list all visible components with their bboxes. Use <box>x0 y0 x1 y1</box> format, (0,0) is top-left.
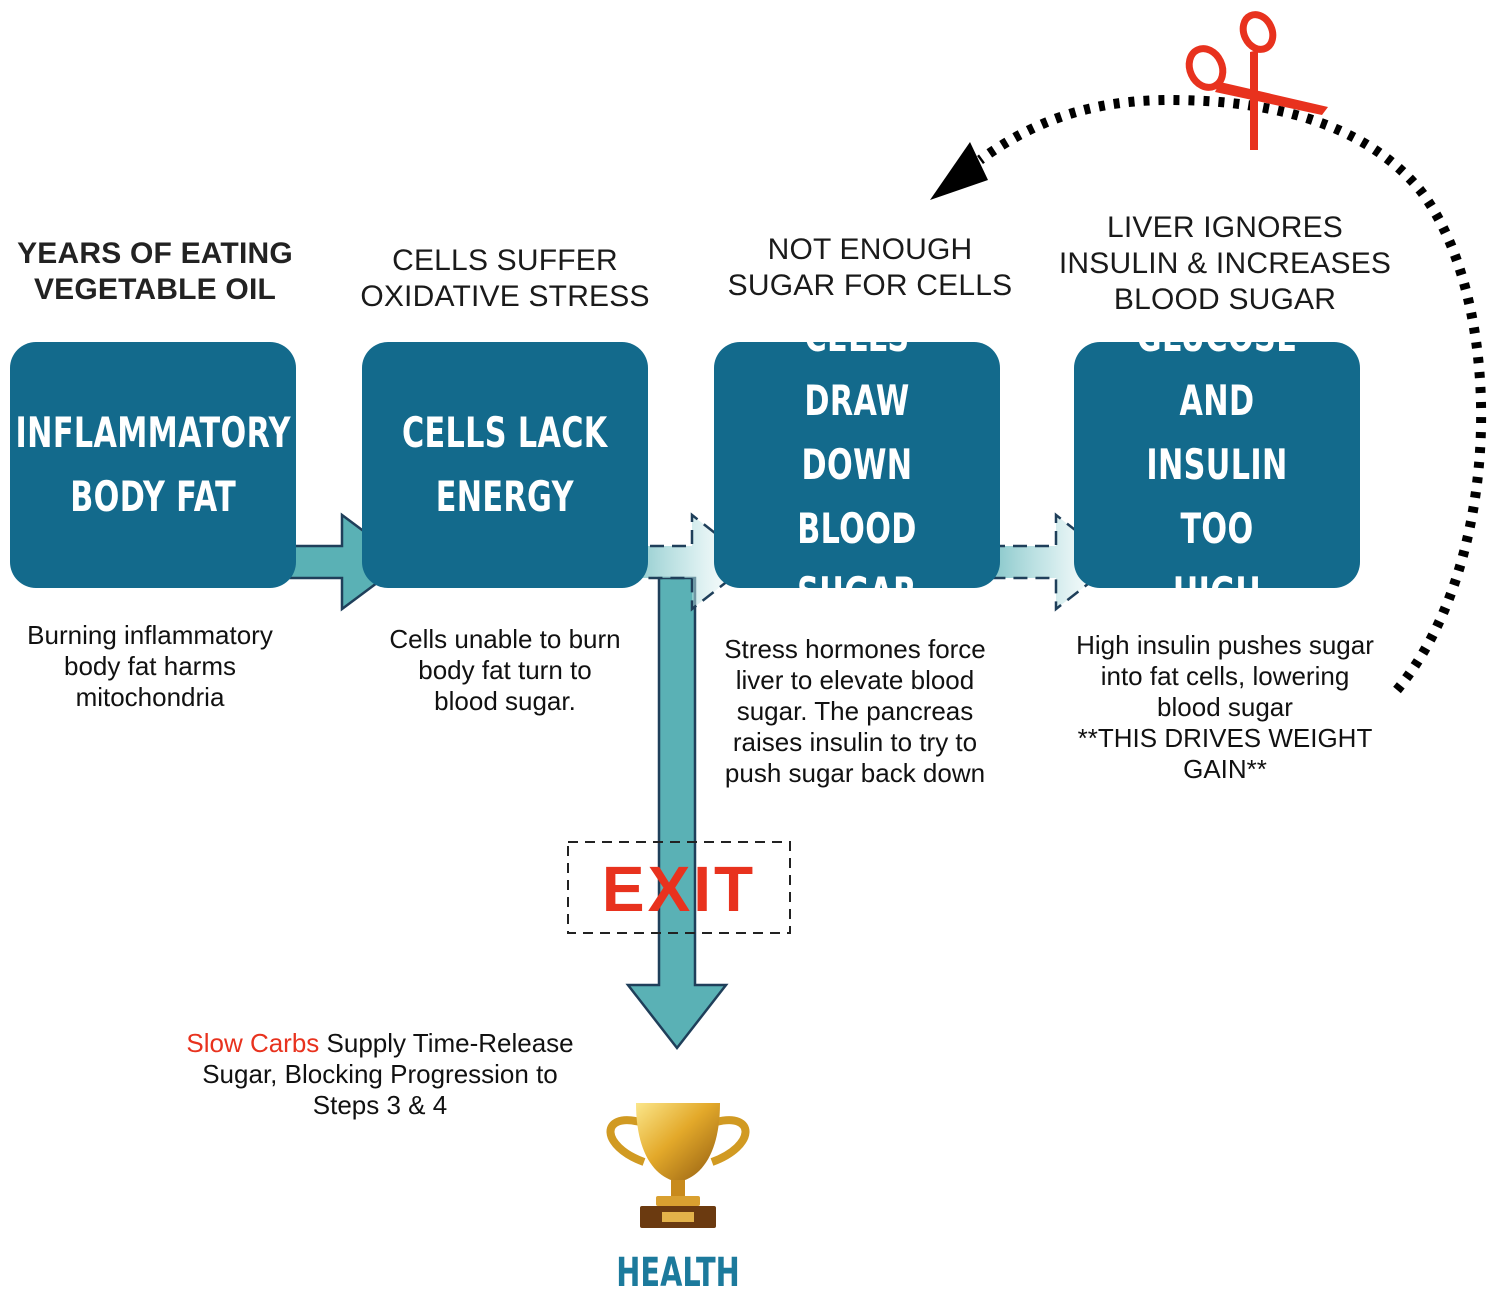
feedback-loop-arrow <box>930 94 1487 694</box>
exit-label: EXIT <box>601 853 757 925</box>
step4-description: High insulin pushes sugar into fat cells… <box>1076 630 1374 784</box>
step4-title: GLUCOSE AND INSULIN TOO HIGH <box>1136 312 1298 617</box>
health-label: HEALTH <box>616 1250 740 1296</box>
slow-carbs-highlight: Slow Carbs <box>186 1028 320 1058</box>
step1-box: INFLAMMATORY BODY FAT <box>10 342 296 588</box>
step3-description: Stress hormones force liver to elevate b… <box>724 634 986 788</box>
step1-title: INFLAMMATORY BODY FAT <box>15 408 291 521</box>
step3-caption: NOT ENOUGH SUGAR FOR CELLS <box>727 233 1013 302</box>
step4-box: GLUCOSE AND INSULIN TOO HIGH <box>1074 312 1360 617</box>
step2-title: CELLS LACK ENERGY <box>402 408 608 521</box>
step2-box: CELLS LACK ENERGY <box>362 342 648 588</box>
step1-caption: YEARS OF EATING VEGETABLE OIL <box>17 237 293 306</box>
step2-caption: CELLS SUFFER OXIDATIVE STRESS <box>360 244 650 313</box>
exit-arrow <box>625 576 729 1051</box>
slow-carbs-note: Slow Carbs Supply Time-Release Sugar, Bl… <box>150 1028 610 1121</box>
step4-caption: LIVER IGNORES INSULIN & INCREASES BLOOD … <box>1058 211 1392 316</box>
scissors-icon <box>1185 11 1328 150</box>
step2-description: Cells unable to burn body fat turn to bl… <box>389 624 621 716</box>
exit-frame <box>567 841 791 934</box>
trophy-icon <box>606 1103 750 1228</box>
step3-box: CELLS DRAW DOWN BLOOD SUGAR <box>714 312 1000 617</box>
step1-description: Burning inflammatory body fat harms mito… <box>27 620 273 712</box>
step3-title: CELLS DRAW DOWN BLOOD SUGAR <box>797 312 917 617</box>
slow-carbs-text: Supply Time-Release Sugar, Blocking Prog… <box>202 1028 574 1120</box>
